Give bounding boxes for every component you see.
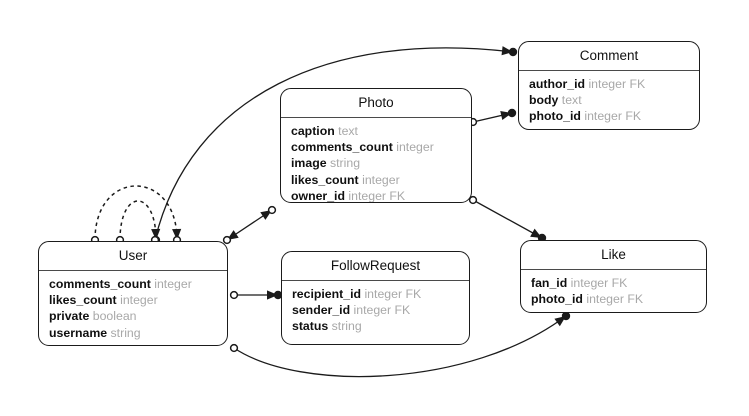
field-row: status string: [292, 318, 469, 334]
field-type: integer: [120, 292, 158, 307]
relationship-user-followers-self[interactable]: [94, 185, 178, 241]
field-row: username string: [49, 325, 227, 341]
field-type: string: [331, 319, 362, 334]
relationship-photo-likes[interactable]: [472, 199, 543, 239]
field-type: integer FK: [584, 109, 642, 124]
endpoint-optional-user-followrequests: [229, 290, 239, 300]
field-row: comments_count integer: [49, 276, 227, 292]
endpoint-optional-photo-owner-user: [267, 205, 277, 215]
field-row: photo_id integer FK: [529, 108, 699, 124]
field-type: integer FK: [364, 286, 422, 301]
field-row: comments_count integer: [291, 139, 471, 155]
arrowhead-end-photo-likes: [530, 228, 542, 238]
field-name: owner_id: [291, 189, 345, 203]
field-name: fan_id: [531, 275, 568, 290]
field-type: integer FK: [588, 76, 646, 91]
field-name: body: [529, 92, 559, 107]
field-row: body text: [529, 92, 699, 108]
relationship-photo-comments[interactable]: [472, 112, 513, 123]
field-name: likes_count: [291, 172, 359, 187]
field-name: private: [49, 309, 90, 324]
field-name: username: [49, 325, 108, 340]
endpoint-required-end-photo-comments: [507, 108, 517, 118]
field-row: image string: [291, 155, 471, 171]
relationship-photo-owner-user[interactable]: [226, 209, 273, 241]
relationship-user-following-self[interactable]: [119, 200, 157, 241]
field-row: photo_id integer FK: [531, 291, 706, 307]
field-type: text: [338, 123, 358, 138]
arrowhead-end-user-followrequests: [267, 290, 278, 300]
field-type: integer: [362, 172, 400, 187]
field-type: string: [110, 325, 141, 340]
entity-title-user: User: [39, 242, 227, 271]
field-type: integer: [154, 276, 192, 291]
field-name: recipient_id: [292, 286, 362, 301]
field-row: owner_id integer FK: [291, 188, 471, 203]
entity-title-comment: Comment: [519, 42, 699, 71]
field-row: likes_count integer: [49, 292, 227, 308]
field-name: photo_id: [531, 291, 583, 306]
field-name: photo_id: [529, 109, 581, 124]
field-name: status: [292, 319, 329, 334]
field-name: likes_count: [49, 292, 117, 307]
endpoint-optional-end-photo-owner-user: [222, 235, 232, 245]
field-row: fan_id integer FK: [531, 275, 706, 291]
entity-title-followrequest: FollowRequest: [282, 252, 469, 281]
field-row: caption text: [291, 123, 471, 139]
arrowhead-end-user-comments: [501, 46, 513, 56]
field-type: integer FK: [348, 189, 406, 203]
field-type: integer FK: [570, 275, 628, 290]
field-type: boolean: [92, 309, 137, 324]
field-row: author_id integer FK: [529, 76, 699, 92]
field-name: comments_count: [49, 276, 151, 291]
endpoint-optional-user-likes: [229, 343, 239, 353]
entity-title-photo: Photo: [281, 89, 471, 118]
arrowhead-end-user-likes: [554, 316, 566, 327]
field-name: caption: [291, 123, 335, 138]
field-row: private boolean: [49, 308, 227, 324]
arrowhead-end-photo-comments: [500, 110, 512, 120]
endpoint-required-end-user-comments: [508, 47, 518, 57]
field-type: text: [561, 92, 582, 107]
arrowhead-start-photo-owner-user: [260, 210, 272, 220]
field-row: recipient_id integer FK: [292, 286, 469, 302]
field-type: integer: [396, 139, 434, 154]
field-type: integer FK: [353, 302, 411, 317]
field-row: likes_count integer: [291, 172, 471, 188]
field-type: string: [329, 156, 361, 171]
field-name: author_id: [529, 76, 586, 91]
field-row: sender_id integer FK: [292, 302, 469, 318]
field-name: image: [291, 156, 327, 171]
arrowhead-end-user-followers-self: [172, 228, 182, 240]
field-name: comments_count: [291, 139, 393, 154]
field-name: sender_id: [292, 302, 351, 317]
field-type: integer FK: [586, 291, 644, 306]
arrowhead-end-photo-owner-user: [227, 230, 239, 240]
endpoint-optional-photo-likes: [468, 195, 478, 205]
endpoint-required-end-user-likes: [561, 311, 571, 321]
entity-title-like: Like: [521, 241, 706, 270]
arrowhead-end-user-following-self: [151, 228, 161, 240]
